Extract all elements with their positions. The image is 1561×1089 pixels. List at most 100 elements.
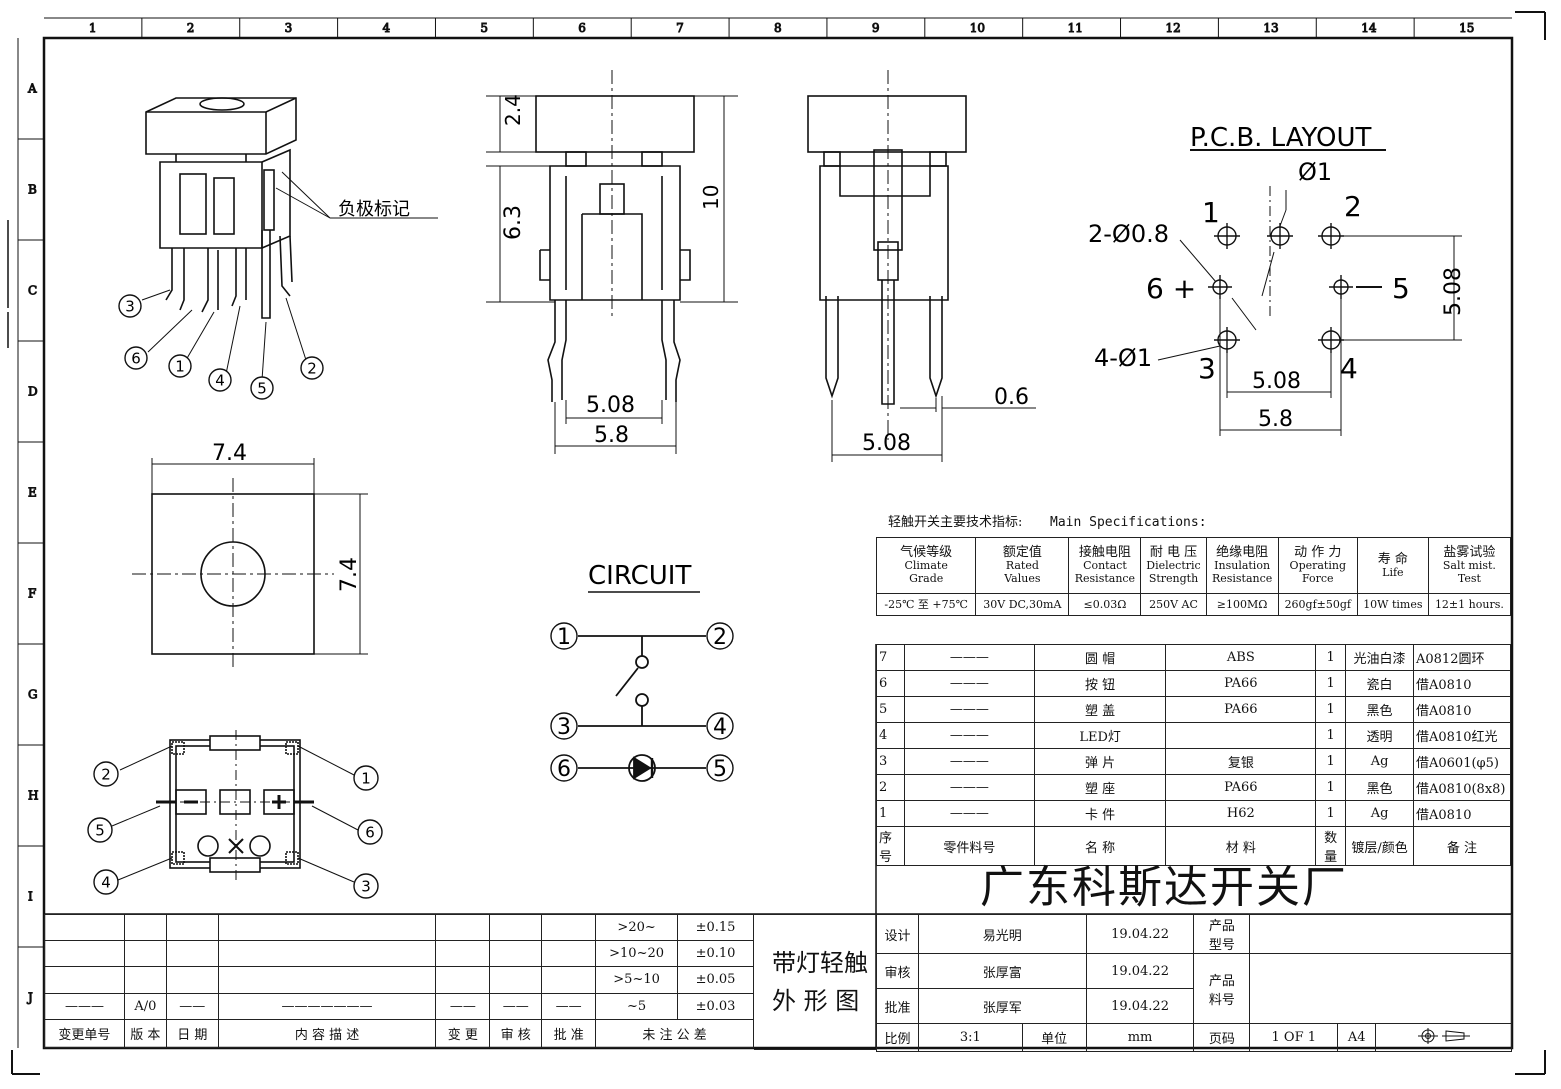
spec-header-en: Test xyxy=(1457,572,1481,585)
pcb-pin-label: 6 + xyxy=(1146,272,1196,305)
ruler-column-label: 4 xyxy=(383,21,391,35)
bom-cell-no: 7 xyxy=(876,644,905,671)
pcb-pin-label: 1 xyxy=(1202,196,1220,229)
revision-footer-label: 变 更 xyxy=(435,1018,491,1049)
spec-value-cell: ≥100MΩ xyxy=(1205,593,1279,616)
circuit-pin-label: 6 xyxy=(557,757,571,782)
dim-pin-width: 0.6 xyxy=(994,385,1029,410)
isometric-view xyxy=(145,97,297,319)
revision-footer-label: 批 准 xyxy=(541,1018,597,1049)
bom-cell-name: 圆 帽 xyxy=(1033,644,1167,671)
bom-cell-finish: Ag xyxy=(1345,748,1414,775)
bom-cell-finish: 瓷白 xyxy=(1345,670,1414,697)
design-label: 设计 xyxy=(876,914,919,954)
bom-cell-name: LED灯 xyxy=(1033,722,1167,749)
dim-side-spacing: 5.08 xyxy=(862,431,911,456)
circuit-diagram xyxy=(578,635,706,782)
review-label: 审核 xyxy=(876,953,919,989)
bom-cell-material: H62 xyxy=(1165,800,1317,827)
circuit-pin-label: 3 xyxy=(557,715,571,740)
revision-footer-label: 审 核 xyxy=(489,1018,543,1049)
circuit-pin-label-circle xyxy=(706,622,734,650)
top-dimensions xyxy=(151,458,368,655)
bom-cell-name: 按 钮 xyxy=(1033,670,1167,697)
tol-range-1: >20~ xyxy=(595,913,679,942)
bom-cell-note: 借A0810 xyxy=(1413,800,1511,827)
spec-header-en: Salt mist. xyxy=(1442,559,1496,572)
circuit-pin-label: 2 xyxy=(713,625,727,650)
spec-header-cn: 额定值 xyxy=(1002,545,1042,560)
ruler-column-label: 3 xyxy=(285,21,293,35)
bom-cell-note: 借A0810 xyxy=(1413,670,1511,697)
bom-cell-finish: 黑色 xyxy=(1345,696,1414,723)
pcb-layout xyxy=(1190,149,1386,353)
spec-header-en: Life xyxy=(1382,565,1404,579)
bottom-pin-label-circle xyxy=(353,873,379,899)
bom-cell-part: ——— xyxy=(903,774,1035,801)
bom-cell-material: ABS xyxy=(1165,644,1317,671)
bom-cell-qty: 1 xyxy=(1315,696,1347,723)
drawing-title-line1: 带灯轻触 xyxy=(772,949,868,977)
unit-value: mm xyxy=(1085,1023,1195,1052)
ruler-column-label: 14 xyxy=(1361,21,1377,35)
iso-pin-label: 4 xyxy=(215,371,225,389)
pcb-dim-outer: 5.8 xyxy=(1258,407,1293,432)
top-dim-width: 7.4 xyxy=(212,441,247,466)
circuit-title: CIRCUIT xyxy=(588,561,691,591)
circuit-pin-label-circle xyxy=(706,712,734,740)
bom-cell-no: 3 xyxy=(876,748,905,775)
unit-label: 单位 xyxy=(1021,1023,1087,1052)
revision-value: A/0 xyxy=(123,992,167,1020)
spec-header-cn: 气候等级 xyxy=(900,545,953,560)
designer-name: 易光明 xyxy=(917,914,1087,954)
revision-footer-label: 内 容 描 述 xyxy=(217,1018,437,1049)
spec-header-en: Values xyxy=(1004,572,1041,585)
ruler-row-label: C xyxy=(28,284,37,298)
spec-header-en: Contact xyxy=(1083,559,1127,572)
bom-cell-name: 弹 片 xyxy=(1033,748,1167,775)
scale-value: 3:1 xyxy=(917,1023,1023,1052)
ruler-column-label: 12 xyxy=(1165,21,1180,35)
pcb-pin-label: 3 xyxy=(1198,352,1216,385)
negative-mark-label: 负极标记 xyxy=(338,199,410,220)
spec-value-cell: 30V DC,30mA xyxy=(975,593,1070,616)
bom-header-material: 材 料 xyxy=(1165,826,1317,866)
bom-cell-note: 借A0601(φ5) xyxy=(1413,748,1511,775)
ruler-column-label: 8 xyxy=(774,21,782,35)
bom-cell-material: 复银 xyxy=(1165,748,1317,775)
pcb-dim-inner: 5.08 xyxy=(1252,369,1301,394)
design-date: 19.04.22 xyxy=(1085,914,1195,954)
spec-value-cell: 260gf±50gf xyxy=(1277,593,1358,616)
bom-header-name: 名 称 xyxy=(1033,826,1167,866)
dim-body-height: 6.3 xyxy=(501,205,526,240)
circuit-pin-label: 1 xyxy=(557,625,571,650)
spec-header-cn: 动 作 力 xyxy=(1294,545,1342,560)
pcb-pin-label: 2 xyxy=(1344,190,1362,223)
bom-cell-qty: 1 xyxy=(1315,748,1347,775)
ruler-row-label: B xyxy=(28,183,37,197)
bottom-pin-label-circle xyxy=(353,765,379,791)
ruler-row-label: F xyxy=(28,587,36,601)
circuit-pin-label-circle xyxy=(706,754,734,782)
pcb-pin-label: 5 xyxy=(1392,272,1410,305)
bom-header-finish: 镀层/颜色 xyxy=(1345,826,1414,866)
reviewer-name: 张厚富 xyxy=(917,953,1087,989)
scale-label: 比例 xyxy=(876,1023,919,1052)
revision-footer-label: 日 期 xyxy=(165,1018,219,1049)
ruler-row-label: J xyxy=(26,991,33,1005)
iso-pin-label-circle xyxy=(168,354,192,378)
tol-value-1: ±0.15 xyxy=(677,913,754,942)
iso-pin-label-circle xyxy=(300,356,324,380)
approve-label: 批准 xyxy=(876,988,919,1024)
circuit-pin-label-circle xyxy=(550,712,578,740)
bottom-pin-label: 6 xyxy=(365,823,375,841)
ruler-column-label: 2 xyxy=(187,21,195,35)
company-name: 广东科斯达开关厂 xyxy=(980,862,1348,913)
